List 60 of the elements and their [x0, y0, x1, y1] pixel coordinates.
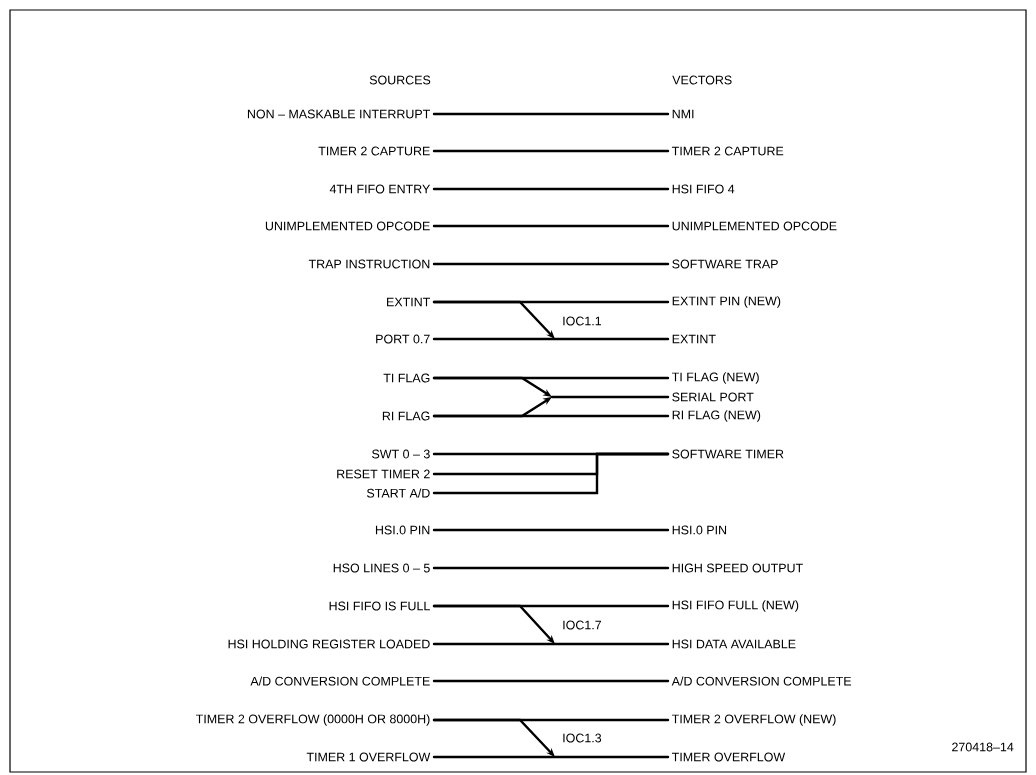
signal-label: EXTINT	[672, 334, 716, 344]
signal-label: TI FLAG	[383, 373, 430, 383]
signal-label: TIMER 2 OVERFLOW (NEW)	[672, 714, 836, 726]
connector-line	[550, 395, 670, 399]
signal-label: RI FLAG (NEW)	[672, 410, 761, 422]
connector-line	[432, 452, 670, 495]
signal-label: 4TH FIFO ENTRY	[329, 184, 431, 194]
signal-label: HSI HOLDING REGISTER LOADED	[228, 639, 430, 649]
connector-line	[432, 414, 670, 418]
signal-label: TIMER 2 CAPTURE	[318, 146, 430, 156]
connector-line	[432, 262, 670, 266]
connector-line	[432, 755, 670, 759]
connector-line	[432, 566, 670, 570]
signal-label: NMI	[672, 109, 694, 119]
connector-line	[432, 187, 670, 191]
connector-line	[432, 642, 670, 646]
connector-line	[432, 149, 670, 153]
signal-label: HSI.0 PIN	[672, 525, 727, 535]
signal-label: EXTINT PIN (NEW)	[672, 296, 781, 308]
signal-label: TI FLAG (NEW)	[672, 372, 759, 384]
signal-label: SOFTWARE TIMER	[672, 449, 784, 459]
signal-label: TIMER 1 OVERFLOW	[306, 752, 431, 762]
signal-label: SWT 0 – 3	[372, 449, 430, 459]
signal-label: PORT 0.7	[376, 334, 430, 344]
connector-line	[432, 224, 670, 228]
signal-label: RI FLAG	[382, 411, 430, 421]
connector-line	[432, 528, 670, 532]
signal-label: UNIMPLEMENTED OPCODE	[672, 221, 837, 231]
signal-label: START A/D	[367, 488, 430, 498]
signal-label: SERIAL PORT	[672, 392, 754, 402]
signal-label: HIGH SPEED OUTPUT	[672, 563, 803, 573]
edge-label: IOC1.3	[561, 732, 603, 744]
figure-number: 270418–14	[952, 742, 1014, 752]
signal-label: A/D CONVERSION COMPLETE	[250, 676, 430, 686]
signal-label: TIMER 2 CAPTURE	[672, 146, 784, 156]
signal-label: SOFTWARE TRAP	[672, 259, 778, 269]
signal-label: HSI FIFO FULL (NEW)	[672, 600, 799, 612]
arrow	[432, 718, 555, 757]
arrow	[432, 604, 555, 644]
signal-label: NON – MASKABLE INTERRUPT	[247, 109, 430, 119]
signal-label: A/D CONVERSION COMPLETE	[671, 676, 852, 686]
connector-line	[432, 679, 670, 683]
signal-label: HSI.0 PIN	[375, 525, 430, 535]
signal-label: TIMER 2 OVERFLOW (0000H OR 8000H)	[196, 714, 430, 726]
edge-label: IOC1.1	[561, 315, 603, 327]
signal-label: TIMER OVERFLOW	[672, 752, 786, 762]
edge-label: IOC1.7	[561, 619, 603, 631]
connector-line	[432, 112, 670, 116]
arrow	[432, 300, 555, 339]
signal-label: HSO LINES 0 – 5	[333, 563, 430, 573]
column-heading: SOURCES	[369, 75, 431, 85]
signal-label: UNIMPLEMENTED OPCODE	[265, 221, 430, 231]
signal-label: HSI DATA AVAILABLE	[672, 639, 796, 649]
column-heading: VECTORS	[672, 75, 732, 85]
signal-label: HSI FIFO IS FULL	[329, 601, 430, 611]
signal-label: EXTINT	[387, 297, 431, 307]
signal-label: RESET TIMER 2	[337, 469, 430, 479]
signal-label: TRAP INSTRUCTION	[308, 259, 430, 269]
signal-label: HSI FIFO 4	[672, 184, 735, 194]
connector-line	[432, 337, 670, 341]
